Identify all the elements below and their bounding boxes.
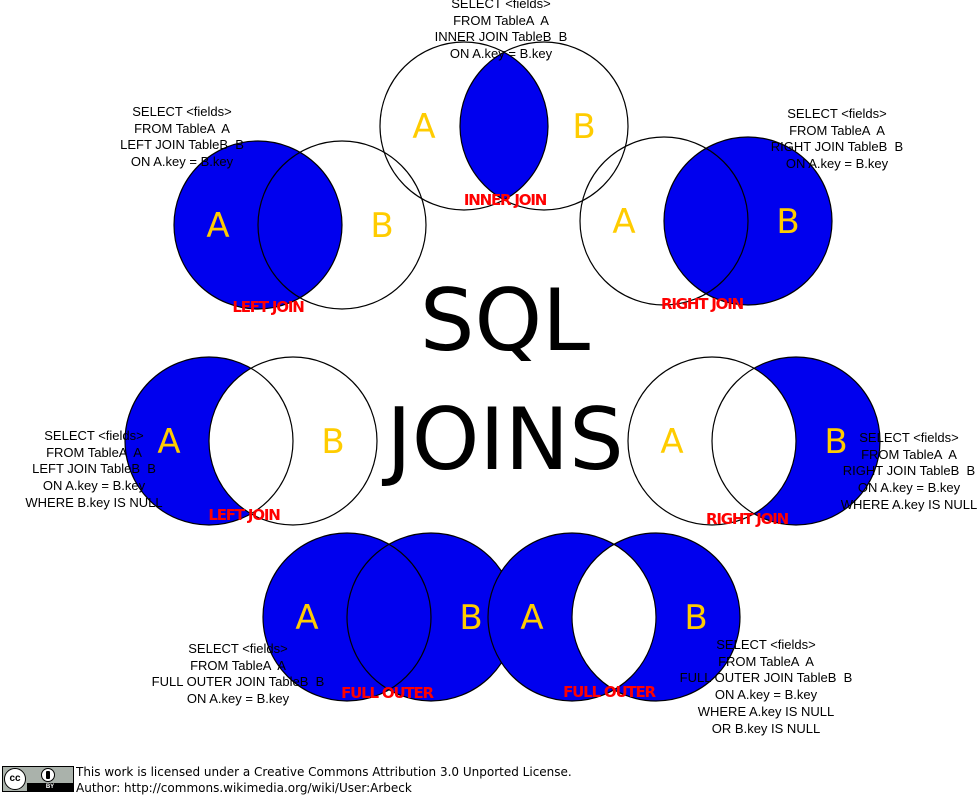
outline-b: [257, 140, 427, 310]
sql-line: WHERE B.key IS NULL: [25, 494, 163, 510]
letter-a: A: [295, 598, 318, 638]
intersection-region: [712, 357, 796, 525]
sql-line: ON A.key = B.key: [714, 687, 818, 703]
sql-line: FROM TableA A: [718, 653, 814, 669]
outline-a: [173, 140, 343, 310]
outline-a: [124, 356, 294, 526]
title-sql: SQL: [419, 271, 591, 371]
letter-a: A: [660, 422, 683, 462]
outline-b: [208, 356, 378, 526]
cc-mark: cc: [4, 768, 26, 790]
outline-a: [579, 136, 749, 306]
letter-a: A: [412, 107, 435, 147]
license-text: This work is licensed under a Creative C…: [76, 764, 572, 796]
label-right-join: RIGHT JOIN: [661, 295, 744, 313]
sql-line: FULL OUTER JOIN TableB B: [151, 674, 325, 690]
outline-a: [627, 356, 797, 526]
sql-line: RIGHT JOIN TableB B: [842, 463, 976, 479]
by-strip: BY: [27, 783, 73, 791]
sql-line: SELECT <fields>: [188, 641, 288, 656]
letter-b: B: [321, 422, 344, 462]
sql-line: LEFT JOIN TableB B: [120, 137, 244, 153]
sql-line: OR B.key IS NULL: [711, 720, 821, 736]
sql-line: FROM TableA A: [134, 120, 230, 136]
license-line: This work is licensed under a Creative C…: [76, 765, 572, 779]
sql-line: SELECT <fields>: [859, 430, 959, 445]
outline-a: [262, 532, 432, 702]
letter-b: B: [824, 422, 847, 462]
outline-b: [571, 532, 741, 702]
intersection-region: [664, 137, 748, 305]
sql-line: SELECT <fields>: [44, 428, 144, 443]
letter-a: A: [612, 202, 635, 242]
label-full-outer: FULL OUTER: [341, 684, 434, 702]
sql-line: FROM TableA A: [861, 446, 957, 462]
letter-b: B: [684, 598, 707, 638]
intersection-region: [347, 533, 431, 701]
sql-line: ON A.key = B.key: [857, 480, 961, 496]
outline-b: [663, 136, 833, 306]
sql-line: ON A.key = B.key: [130, 154, 234, 170]
sql-line: FROM TableA A: [46, 444, 142, 460]
label-left-join: LEFT JOIN: [232, 298, 304, 316]
sql-line: ON A.key = B.key: [785, 156, 889, 172]
sql-line: FROM TableA A: [789, 122, 885, 138]
intersection-region: [460, 42, 548, 210]
sql-line: SELECT <fields>: [451, 0, 551, 11]
sql-line: WHERE A.key IS NULL: [697, 703, 835, 719]
intersection-region: [258, 141, 342, 309]
intersection-region: [209, 357, 293, 525]
letter-a: A: [157, 422, 180, 462]
sql-line: SELECT <fields>: [132, 104, 232, 119]
letter-b: B: [572, 107, 595, 147]
letter-b: B: [776, 202, 799, 242]
outline-b: [711, 356, 881, 526]
intersection-region: [572, 533, 656, 701]
sql-line: ON A.key = B.key: [186, 691, 290, 707]
sql-line: SELECT <fields>: [716, 637, 816, 652]
sql-line: ON A.key = B.key: [449, 46, 553, 62]
sql-line: ON A.key = B.key: [42, 478, 146, 494]
label-left-join-exclusive: LEFT JOIN: [208, 506, 280, 524]
outline-a: [379, 41, 549, 211]
author-line[interactable]: Author: http://commons.wikimedia.org/wik…: [76, 781, 412, 795]
sql-line: RIGHT JOIN TableB B: [770, 139, 904, 155]
letter-a: A: [520, 598, 543, 638]
outline-b: [459, 41, 629, 211]
outline-a: [487, 532, 657, 702]
sql-line: SELECT <fields>: [787, 106, 887, 121]
sql-line: FULL OUTER JOIN TableB B: [679, 670, 853, 686]
sql-line: FROM TableA A: [190, 657, 286, 673]
sql-line: FROM TableA A: [453, 12, 549, 28]
cc-by-icon[interactable]: cc BY: [2, 766, 74, 792]
label-inner-join: INNER JOIN: [463, 191, 547, 209]
title-joins: JOINS: [386, 390, 624, 490]
letter-b: B: [370, 206, 393, 246]
sql-line: WHERE A.key IS NULL: [840, 496, 978, 512]
label-full-outer-exclusive: FULL OUTER: [563, 683, 656, 701]
letter-a: A: [206, 206, 229, 246]
sql-line: INNER JOIN TableB B: [434, 29, 568, 45]
letter-b: B: [459, 598, 482, 638]
sql-line: LEFT JOIN TableB B: [32, 461, 156, 477]
attribution-person-icon: [41, 768, 55, 782]
label-right-join-exclusive: RIGHT JOIN: [706, 510, 789, 528]
